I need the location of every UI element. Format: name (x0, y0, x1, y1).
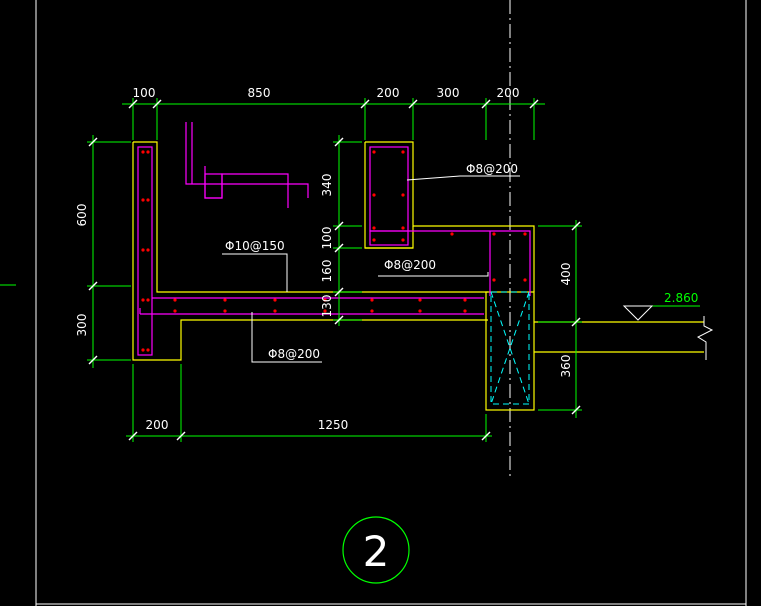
dim-inner-3: 160 (320, 260, 334, 283)
dim-top-4: 300 (437, 86, 460, 100)
rebar-labels: Φ8@200 Φ10@150 Φ8@200 Φ8@200 (225, 162, 518, 361)
rebar-dots (141, 150, 527, 352)
rebar-label-bottom: Φ8@200 (268, 347, 320, 361)
dim-inner-2: 100 (320, 227, 334, 250)
dimension-texts: 100 850 200 300 200 600 300 340 100 160 … (75, 86, 573, 432)
detail-number-circle (342, 516, 410, 584)
dim-top-5: 200 (497, 86, 520, 100)
dim-left-2: 300 (75, 314, 89, 337)
leader-lines (222, 175, 520, 363)
rebar-label-beam-top: Φ10@150 (225, 239, 285, 253)
dim-inner-4: 130 (320, 295, 334, 318)
dim-bottom-1: 200 (146, 418, 169, 432)
concrete-outline (132, 141, 704, 411)
detail-number: 2 (363, 527, 390, 576)
dimension-ticks (88, 99, 581, 441)
dimension-lines (87, 98, 700, 442)
dim-top-3: 200 (377, 86, 400, 100)
elevation-marker (622, 305, 654, 321)
rebar-label-upper-right: Φ8@200 (466, 162, 518, 176)
beam-hidden-lines (490, 291, 530, 405)
dim-right-1: 400 (559, 263, 573, 286)
rebar-lines (137, 122, 531, 356)
dim-right-2: 360 (559, 355, 573, 378)
dim-top-2: 850 (248, 86, 271, 100)
dim-inner-1: 340 (320, 174, 334, 197)
elevation-label: 2.860 (664, 291, 698, 305)
break-line (696, 316, 714, 360)
drawing-frame (35, 0, 747, 606)
rebar-label-middle: Φ8@200 (384, 258, 436, 272)
dim-left-1: 600 (75, 204, 89, 227)
dim-bottom-2: 1250 (318, 418, 349, 432)
dim-top-1: 100 (133, 86, 156, 100)
